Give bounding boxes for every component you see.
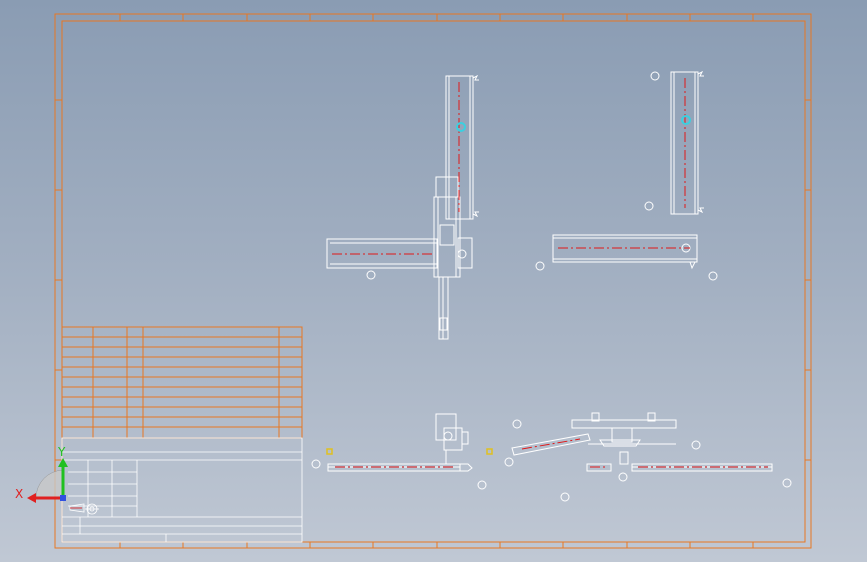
title-block: [61, 437, 303, 543]
side-view-horizontal[interactable]: [535, 234, 718, 281]
coordinate-triad[interactable]: X Y: [15, 445, 68, 503]
front-view-centerlines: [332, 82, 460, 255]
side-view-vertical[interactable]: [644, 70, 704, 215]
triad-z-disc: [35, 469, 64, 499]
sheet-border: [54, 13, 812, 549]
bottom-view-right-centerlines: [521, 438, 768, 468]
datum-marker-mid[interactable]: [486, 448, 493, 455]
front-view-point-marker[interactable]: [456, 122, 466, 132]
bottom-view-left[interactable]: [311, 413, 487, 490]
bottom-view-right[interactable]: [504, 412, 792, 502]
side-view-point-marker[interactable]: [681, 115, 691, 125]
projection-symbol-icon: [69, 503, 99, 515]
revision-table: [61, 326, 303, 439]
zone-ticks: [55, 14, 811, 548]
triad-x-label: X: [15, 487, 23, 501]
datum-marker-left[interactable]: [326, 448, 333, 455]
triad-y-label: Y: [57, 445, 66, 459]
front-view[interactable]: [326, 74, 479, 340]
triad-origin: [60, 495, 66, 501]
